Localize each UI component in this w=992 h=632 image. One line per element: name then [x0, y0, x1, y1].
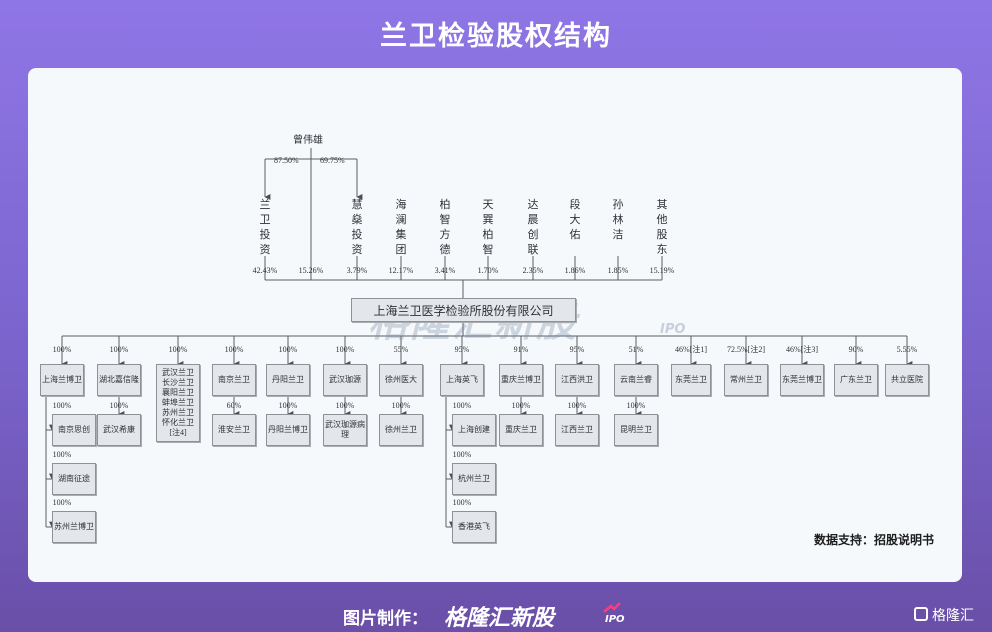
grandchild-pct: 100%: [278, 401, 298, 410]
grandchild-box: 湖南征途: [52, 463, 96, 495]
subsidiary-pct: 91%: [513, 345, 529, 354]
grandchild-pct: 100%: [452, 401, 472, 410]
subsidiary-pct: 100%: [109, 345, 129, 354]
subsidiary-pct: 100%: [278, 345, 298, 354]
founder-left-pct: 87.50%: [274, 156, 299, 165]
grandchild-pct: 100%: [52, 401, 72, 410]
grandchild-box: 杭州兰卫: [452, 463, 496, 495]
grandchild-pct: 100%: [52, 498, 72, 507]
subsidiary-pct: 5.55%: [896, 345, 918, 354]
credit-brand: 格隆汇新股: [444, 606, 555, 631]
grandchild-box: 江西兰卫: [555, 414, 599, 446]
grandchild-pct: 100%: [52, 450, 72, 459]
subsidiary-box: 南京兰卫: [212, 364, 256, 396]
credit-ipo: IPO: [605, 614, 625, 625]
shareholder-pct: 12.17%: [388, 266, 414, 275]
subsidiary-box: 武汉兰卫 长沙兰卫 襄阳兰卫 蚌埠兰卫 苏州兰卫 怀化兰卫 [注4]: [156, 364, 200, 442]
footer: 图片制作： 格隆汇新股 IPO 格隆汇: [0, 598, 992, 632]
subsidiary-box: 常州兰卫: [724, 364, 768, 396]
shareholder-pct: 15.26%: [298, 266, 324, 275]
page-title: 兰卫检验股权结构: [380, 21, 612, 52]
subsidiary-box: 云南兰睿: [614, 364, 658, 396]
subsidiary-pct: 46%[注1]: [675, 345, 707, 354]
founder-name: 曾伟雄: [293, 135, 323, 146]
root-company: 上海兰卫医学检验所股份有限公司: [351, 298, 576, 322]
shareholder-name: 慧燊投资: [351, 199, 363, 256]
grandchild-box: 苏州兰博卫: [52, 511, 96, 543]
arrow-up-icon: [603, 602, 621, 613]
subsidiary-pct: 72.5%[注2]: [727, 345, 765, 354]
subsidiary-box: 广东兰卫: [834, 364, 878, 396]
subsidiary-pct: 100%: [335, 345, 355, 354]
subsidiary-box: 湖北嘉信隆: [97, 364, 141, 396]
shareholder-name: 其他股东: [656, 199, 668, 256]
shareholder-name: 天巽柏智: [482, 199, 494, 256]
source-note: 数据支持：招股说明书: [813, 533, 934, 547]
subsidiary-box: 东莞兰博卫: [780, 364, 824, 396]
grandchild-pct: 100%: [452, 450, 472, 459]
watermark-ipo: IPO: [660, 322, 686, 337]
subsidiary-pct: 46%[注3]: [786, 345, 818, 354]
grandchild-box: 淮安兰卫: [212, 414, 256, 446]
grandchild-box: 香港英飞: [452, 511, 496, 543]
grandchild-pct: 100%: [452, 498, 472, 507]
grandchild-box: 徐州兰卫: [379, 414, 423, 446]
subsidiary-pct: 51%: [628, 345, 644, 354]
subsidiary-box: 武汉珈源: [323, 364, 367, 396]
grandchild-pct: 60%: [226, 401, 242, 410]
connector-lines: [45, 148, 913, 528]
shareholder-pct: 1.86%: [564, 266, 586, 275]
logo-text: 格隆汇: [932, 608, 974, 624]
grandchild-box: 重庆兰卫: [499, 414, 543, 446]
credit-label: 图片制作：: [343, 609, 428, 629]
grandchild-box: 南京思创: [52, 414, 96, 446]
grandchild-box: 武汉珈源病理: [323, 414, 367, 446]
subsidiary-box: 丹阳兰卫: [266, 364, 310, 396]
grandchild-pct: 100%: [511, 401, 531, 410]
grandchild-box: 武汉希康: [97, 414, 141, 446]
shareholder-name: 兰卫投资: [259, 199, 271, 256]
diagram-card: 曾伟雄 87.50% 69.75% 兰卫投资 42.43% 15.26% 慧燊投资 3.79%…: [28, 68, 962, 582]
shareholder-pct: 3.41%: [434, 266, 456, 275]
shareholder-name: 达晨创联: [527, 199, 539, 256]
shareholder-name: 孙林洁: [612, 199, 624, 241]
grandchild-pct: 100%: [109, 401, 129, 410]
grandchild-pct: 100%: [335, 401, 355, 410]
grandchild-box: 上海创建: [452, 414, 496, 446]
subsidiary-pct: 100%: [224, 345, 244, 354]
shareholder-name: 海澜集团: [395, 199, 407, 256]
subsidiary-box: 共立医院: [885, 364, 929, 396]
subsidiary-pct: 90%: [848, 345, 864, 354]
subsidiary-pct: 95%: [569, 345, 585, 354]
subsidiary-box: 江西洪卫: [555, 364, 599, 396]
subsidiary-box: 徐州医大: [379, 364, 423, 396]
logo-icon: [914, 607, 928, 621]
grandchild-pct: 100%: [391, 401, 411, 410]
grandchild-pct: 100%: [626, 401, 646, 410]
shareholder-pct: 2.35%: [522, 266, 544, 275]
subsidiary-pct: 95%: [454, 345, 470, 354]
shareholder-pct: 1.85%: [607, 266, 629, 275]
subsidiary-pct: 100%: [52, 345, 72, 354]
subsidiary-pct: 100%: [168, 345, 188, 354]
shareholder-name: 段大佑: [569, 199, 581, 241]
grandchild-pct: 100%: [567, 401, 587, 410]
shareholder-pct: 42.43%: [252, 266, 278, 275]
shareholder-name: 柏智方德: [439, 199, 451, 256]
shareholder-pct: 3.79%: [346, 266, 368, 275]
grandchild-box: 昆明兰卫: [614, 414, 658, 446]
subsidiary-box: 东莞兰卫: [671, 364, 711, 396]
founder-right-pct: 69.75%: [320, 156, 345, 165]
shareholder-pct: 15.19%: [649, 266, 675, 275]
shareholder-pct: 1.70%: [477, 266, 499, 275]
subsidiary-box: 上海兰博卫: [40, 364, 84, 396]
subsidiary-box: 上海英飞: [440, 364, 484, 396]
subsidiary-pct: 55%: [393, 345, 409, 354]
subsidiary-box: 重庆兰博卫: [499, 364, 543, 396]
grandchild-box: 丹阳兰博卫: [266, 414, 310, 446]
